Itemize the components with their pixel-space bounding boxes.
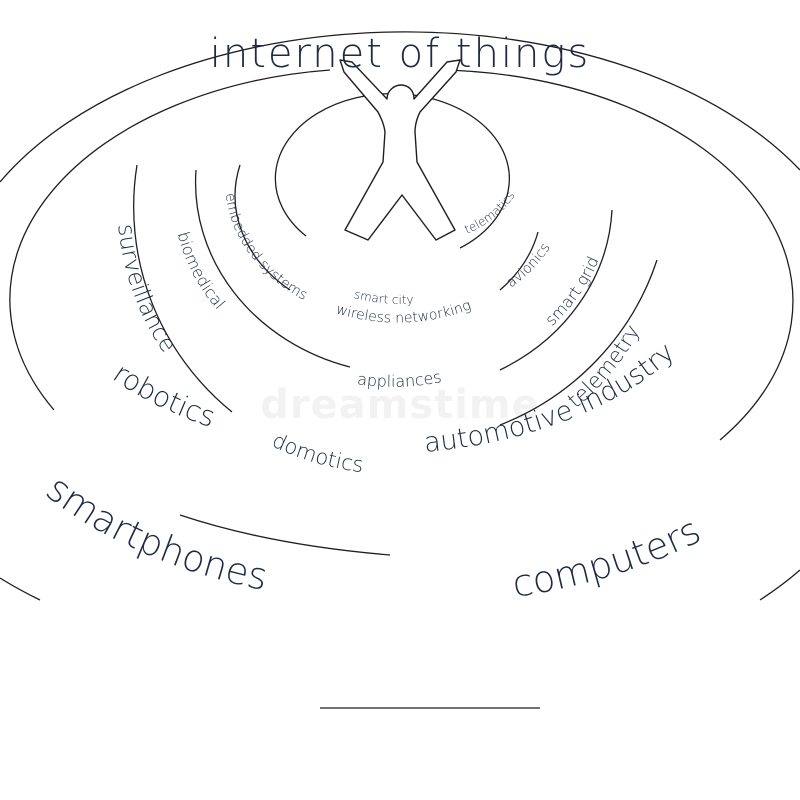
- person-arms-raised-icon: [339, 59, 461, 241]
- label-appliances: appliances: [356, 367, 443, 391]
- ring-5: [9, 69, 794, 441]
- ring-4: [133, 164, 658, 426]
- ring-2: [234, 164, 539, 291]
- label-telematics: telematics: [462, 189, 517, 237]
- label-avionics: avionics: [504, 240, 554, 291]
- label-surveillance: surveillance: [112, 223, 181, 357]
- label-embedded-systems: embedded systems: [222, 192, 310, 303]
- title: internet of things: [210, 31, 590, 77]
- label-computers: computers: [509, 509, 707, 606]
- label-smart-grid: smart grid: [541, 253, 602, 329]
- ring-connector-bottom: [179, 514, 540, 709]
- label-smartphones: smartphones: [38, 467, 271, 599]
- label-smart-city: smart city: [353, 287, 414, 307]
- label-domotics: domotics: [268, 428, 364, 477]
- label-robotics: robotics: [107, 357, 219, 434]
- label-biomedical: biomedical: [174, 229, 230, 312]
- ring-3: [194, 169, 613, 371]
